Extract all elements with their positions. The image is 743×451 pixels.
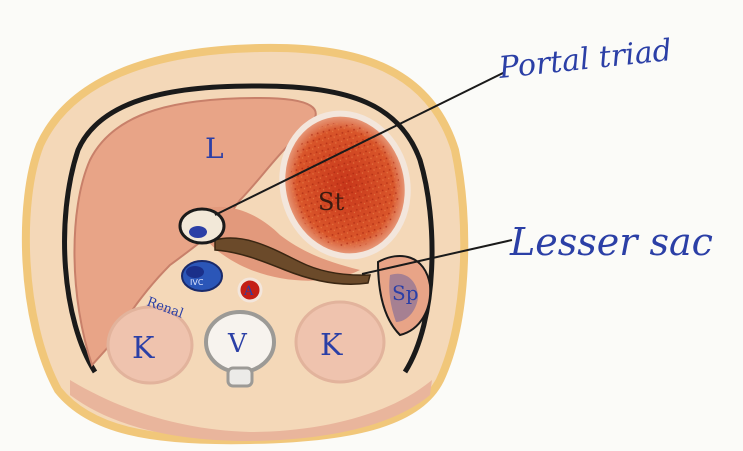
portal-vein <box>189 226 207 238</box>
kidney-right-label: K <box>132 331 155 366</box>
lesser-sac-annotation: Lesser sac <box>509 220 713 264</box>
spleen-label: Sp <box>392 281 419 305</box>
vertebra-label: V <box>227 329 248 359</box>
liver-label: L <box>205 132 224 165</box>
ivc-label: IVC <box>190 278 204 287</box>
kidney-left-label: K <box>320 328 343 363</box>
aorta-label: A <box>243 284 254 299</box>
ivc-highlight <box>186 266 204 278</box>
spinal-process <box>228 368 252 386</box>
stomach-label: St <box>318 188 344 216</box>
